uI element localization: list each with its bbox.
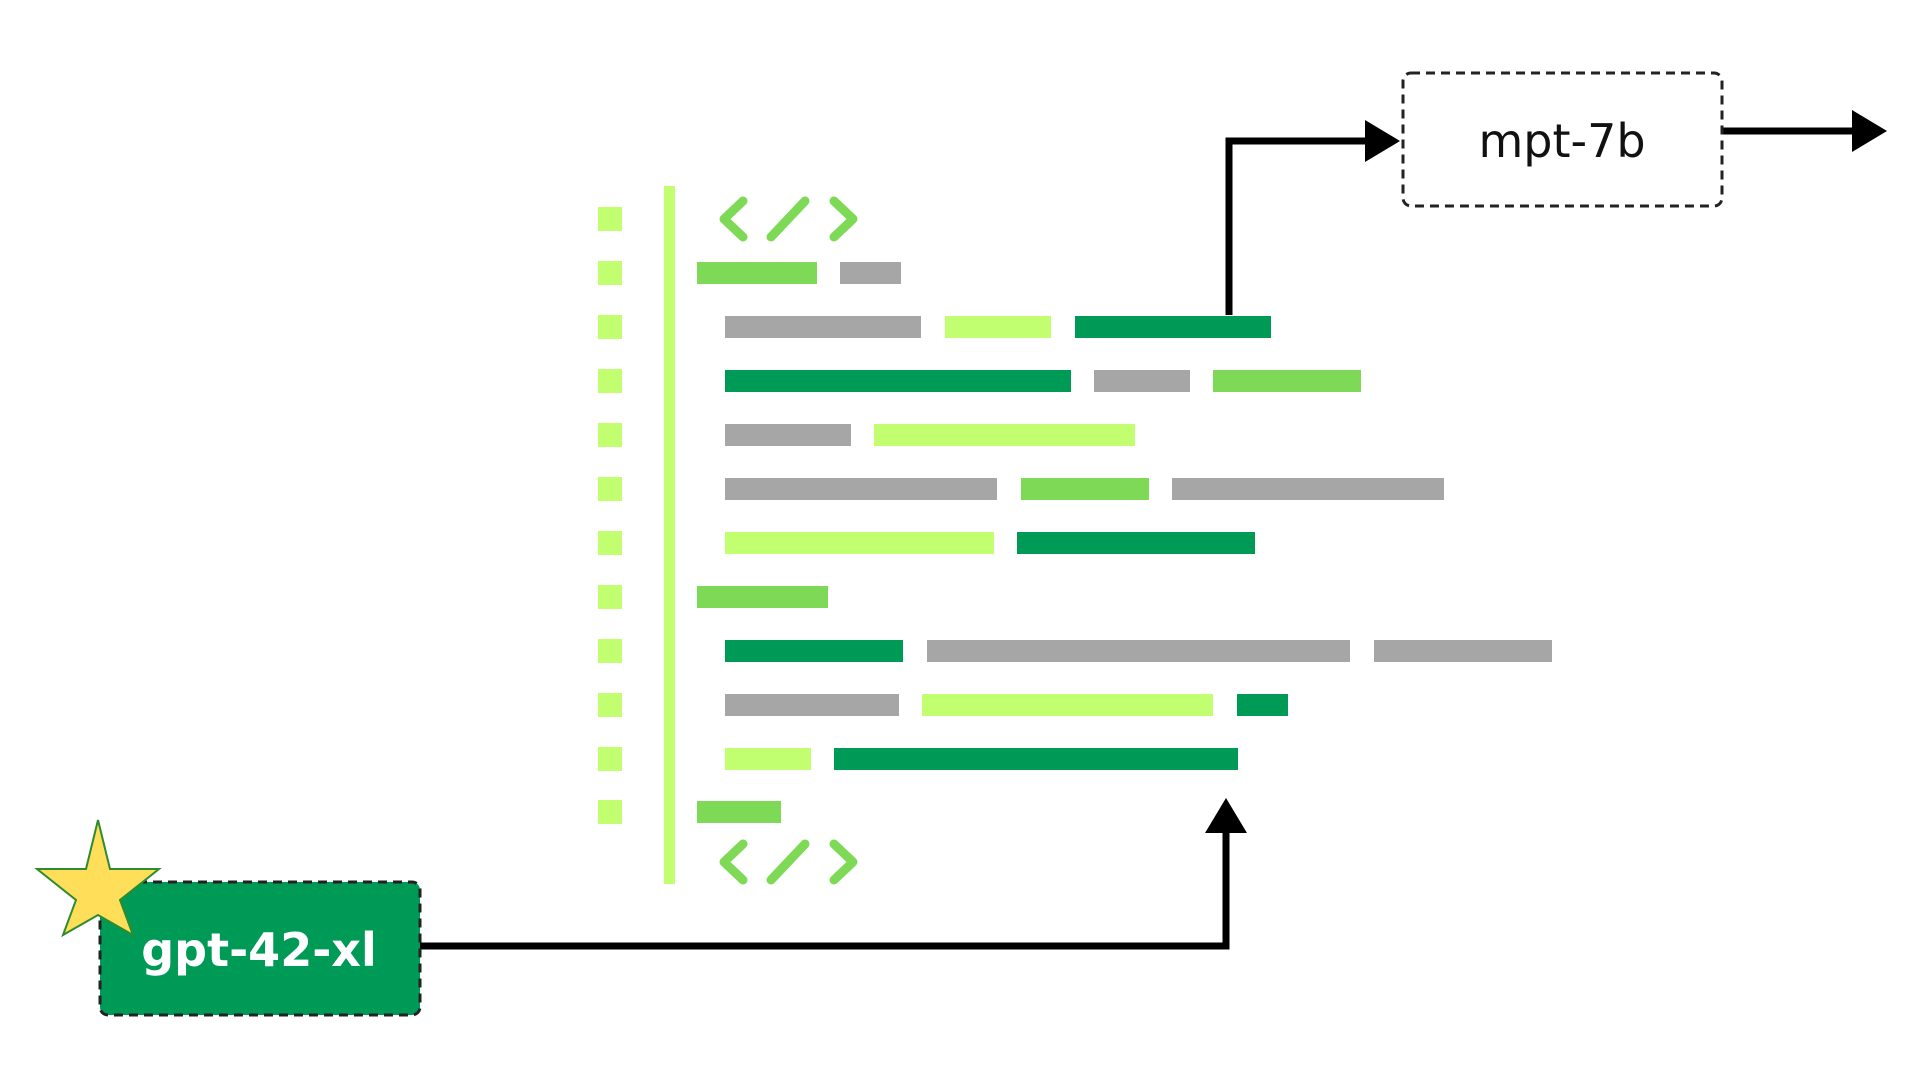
code-token [927,640,1350,662]
code-token [945,316,1051,338]
gutter-marker [598,207,622,231]
code-token [725,532,994,554]
code-line [725,748,1238,770]
gutter-marker [598,369,622,393]
code-token [922,694,1213,716]
code-token [1021,478,1149,500]
code-line [725,478,1444,500]
code-token [725,640,903,662]
star-icon [34,819,162,938]
gutter-marker [598,315,622,339]
code-line [697,262,901,284]
code-token [697,262,817,284]
code-token [834,748,1238,770]
code-token [874,424,1135,446]
code-panel [598,186,1552,885]
code-token [840,262,901,284]
code-token [725,370,1071,392]
code-line [697,801,781,823]
target-model-node[interactable]: mpt-7b [1401,71,1724,208]
code-token [725,478,997,500]
code-line [725,694,1288,716]
source-model-label: gpt-42-xl [141,923,376,977]
gutter-divider [664,186,675,884]
code-token [725,316,921,338]
code-line [697,586,828,608]
code-token [1075,316,1271,338]
code-token [725,694,899,716]
gutter-marker [598,747,622,771]
code-line [725,316,1271,338]
code-token [1094,370,1190,392]
code-token [1374,640,1552,662]
gutter-marker [598,639,622,663]
arrow-source-to-code [420,798,1247,950]
code-token [697,586,828,608]
code-brackets-icon [719,196,858,242]
target-model-box [1401,71,1724,208]
target-model-label: mpt-7b [1478,114,1645,168]
code-token [725,424,851,446]
code-token [1172,478,1444,500]
code-line [725,424,1135,446]
source-model-node[interactable]: gpt-42-xl [98,880,422,1017]
code-brackets-icon [719,839,858,885]
code-token [697,801,781,823]
code-line [725,640,1552,662]
line-number-gutter [598,207,622,824]
gutter-marker [598,477,622,501]
code-line [725,532,1255,554]
source-model-box [98,880,422,1017]
gutter-marker [598,261,622,285]
gutter-marker [598,531,622,555]
arrow-code-to-target [1225,120,1400,315]
code-token [1237,694,1288,716]
gutter-marker [598,585,622,609]
code-token [1213,370,1361,392]
gutter-marker [598,423,622,447]
gutter-marker [598,693,622,717]
gutter-marker [598,800,622,824]
code-line [725,370,1361,392]
code-token [1017,532,1255,554]
code-token [725,748,811,770]
code-lines [697,262,1552,823]
